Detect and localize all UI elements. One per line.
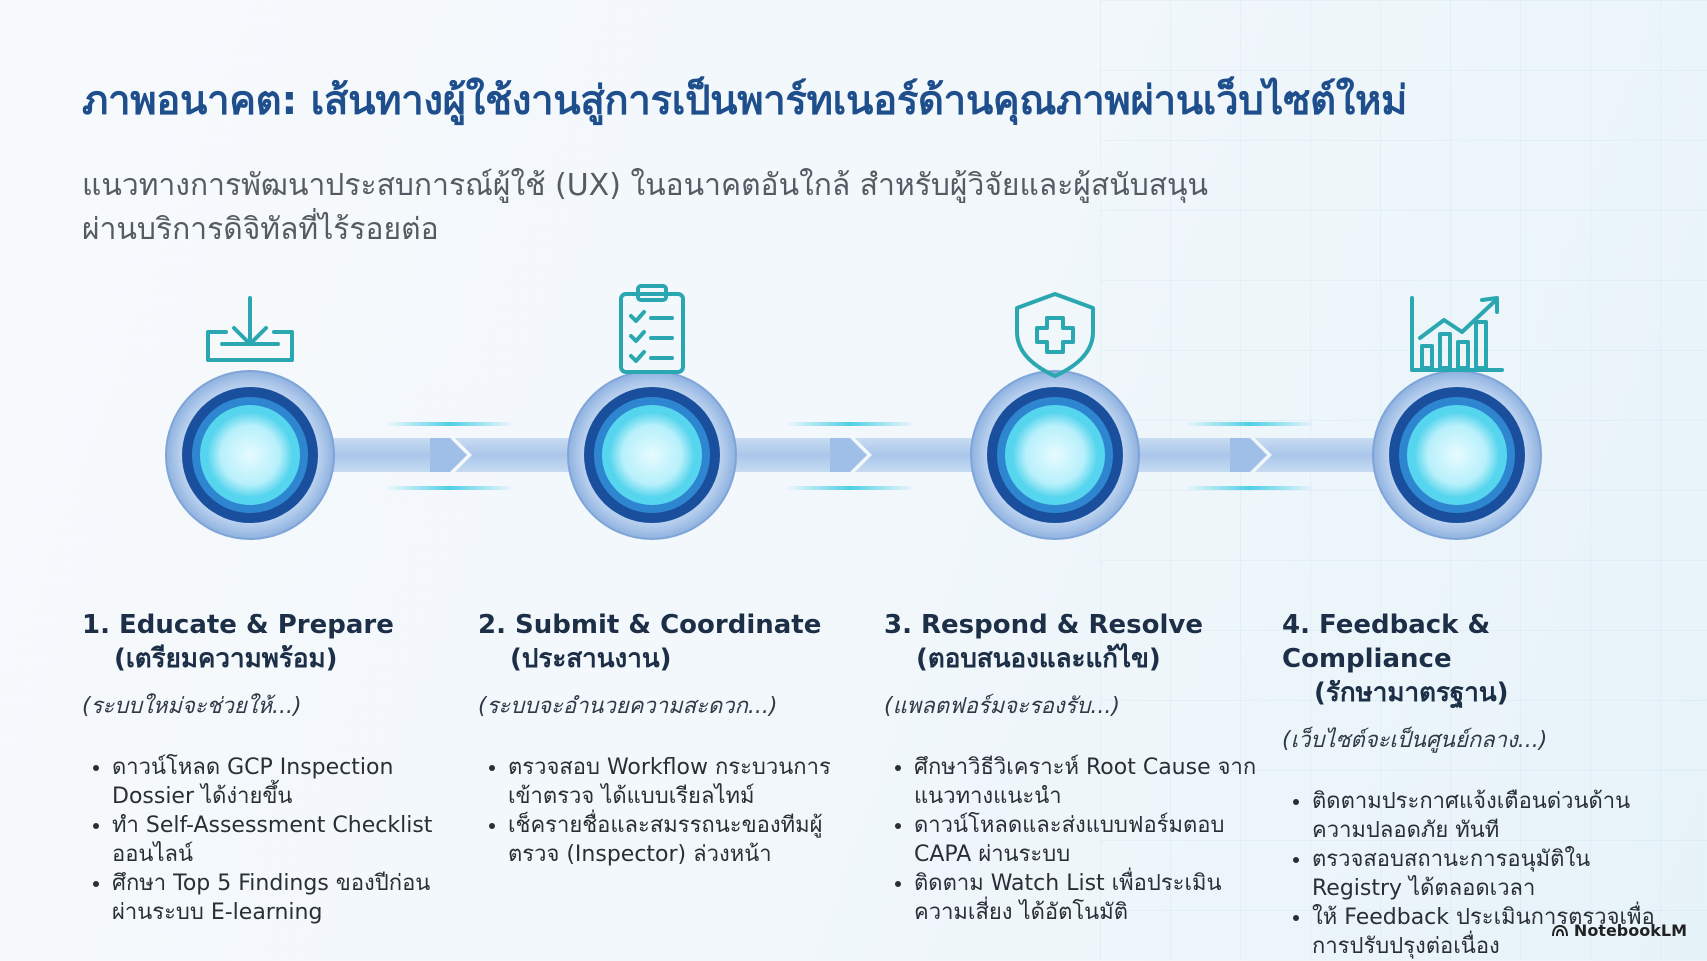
step-1-note: (ระบบใหม่จะช่วยให้...) (82, 694, 302, 719)
list-item: ศึกษา Top 5 Findings ของปีก่อน ผ่านระบบ … (112, 869, 462, 927)
clipboard-checklist-icon (619, 284, 685, 374)
step-2-heading: 2. Submit & Coordinate (ประสานงาน) (478, 608, 858, 676)
step-3-title: 3. Respond & Resolve (884, 610, 1204, 640)
journey-timeline (165, 284, 1542, 540)
list-item: ดาวน์โหลด GCP Inspection Dossier ได้ง่าย… (112, 753, 462, 811)
connector-1-2 (300, 422, 595, 490)
step-1-bullets: ดาวน์โหลด GCP Inspection Dossier ได้ง่าย… (82, 753, 462, 927)
step-2-bullets: ตรวจสอบ Workflow กระบวนการเข้าตรวจ ได้แบ… (478, 753, 858, 869)
step-2-title: 2. Submit & Coordinate (478, 610, 822, 640)
list-item: ดาวน์โหลดและส่งแบบฟอร์มตอบ CAPA ผ่านระบบ (914, 811, 1264, 869)
shield-plus-icon (1015, 292, 1095, 378)
list-item: ตรวจสอบสถานะการอนุมัติใน Registry ได้ตลอ… (1312, 845, 1662, 903)
step-4-title: 4. Feedback & Compliance (1282, 610, 1491, 674)
list-item: ติดตาม Watch List เพื่อประเมินความเสี่ยง… (914, 869, 1264, 927)
step-1-title: 1. Educate & Prepare (82, 610, 394, 640)
step-node-2 (567, 370, 737, 540)
list-item: ตรวจสอบ Workflow กระบวนการเข้าตรวจ ได้แบ… (508, 753, 858, 811)
step-2-note: (ระบบจะอำนวยความสะดวก...) (478, 694, 778, 719)
connector-3-4 (1100, 422, 1395, 490)
step-1: 1. Educate & Prepare (เตรียมความพร้อม) (… (82, 608, 462, 927)
list-item: ทำ Self-Assessment Checklist ออนไลน์ (112, 811, 462, 869)
brand-watermark: NotebookLM (1551, 921, 1687, 940)
brand-name: NotebookLM (1573, 921, 1687, 940)
step-4-title-th: (รักษามาตรฐาน) (1314, 678, 1509, 708)
list-item: ให้ Feedback ประเมินการตรวจเพื่อการปรับป… (1312, 903, 1662, 961)
list-item: ศึกษาวิธีวิเคราะห์ Root Cause จากแนวทางแ… (914, 753, 1264, 811)
step-node-4 (1372, 370, 1542, 540)
step-4-bullets: ติดตามประกาศแจ้งเตือนด่วนด้านความปลอดภัย… (1282, 787, 1662, 961)
page-subtitle: แนวทางการพัฒนาประสบการณ์ผู้ใช้ (UX) ในอน… (82, 164, 1322, 252)
notebooklm-logo-icon (1551, 924, 1568, 936)
step-node-3 (970, 370, 1140, 540)
step-4: 4. Feedback & Compliance (รักษามาตรฐาน) … (1282, 608, 1662, 961)
connector-2-3 (700, 422, 995, 490)
step-1-heading: 1. Educate & Prepare (เตรียมความพร้อม) (82, 608, 462, 676)
download-tray-icon (206, 296, 294, 362)
subtitle-line-1: แนวทางการพัฒนาประสบการณ์ผู้ใช้ (UX) ในอน… (82, 168, 1209, 203)
step-3-title-th: (ตอบสนองและแก้ไข) (916, 644, 1161, 674)
page-title: ภาพอนาคต: เส้นทางผู้ใช้งานสู่การเป็นพาร์… (82, 78, 1408, 124)
step-4-heading: 4. Feedback & Compliance (รักษามาตรฐาน) (1282, 608, 1662, 710)
subtitle-line-2: ผ่านบริการดิจิทัลที่ไร้รอยต่อ (82, 212, 439, 247)
growth-chart-icon (1410, 296, 1504, 372)
step-3-heading: 3. Respond & Resolve (ตอบสนองและแก้ไข) (884, 608, 1264, 676)
step-4-note: (เว็บไซต์จะเป็นศูนย์กลาง...) (1282, 728, 1548, 753)
step-2: 2. Submit & Coordinate (ประสานงาน) (ระบบ… (478, 608, 858, 869)
step-2-title-th: (ประสานงาน) (510, 644, 672, 674)
step-3-note: (แพลตฟอร์มจะรองรับ...) (884, 694, 1120, 719)
step-3: 3. Respond & Resolve (ตอบสนองและแก้ไข) (… (884, 608, 1264, 927)
step-3-bullets: ศึกษาวิธีวิเคราะห์ Root Cause จากแนวทางแ… (884, 753, 1264, 927)
list-item: ติดตามประกาศแจ้งเตือนด่วนด้านความปลอดภัย… (1312, 787, 1662, 845)
step-node-1 (165, 370, 335, 540)
step-1-title-th: (เตรียมความพร้อม) (114, 644, 338, 674)
list-item: เช็ครายชื่อและสมรรถนะของทีมผู้ตรวจ (Insp… (508, 811, 858, 869)
